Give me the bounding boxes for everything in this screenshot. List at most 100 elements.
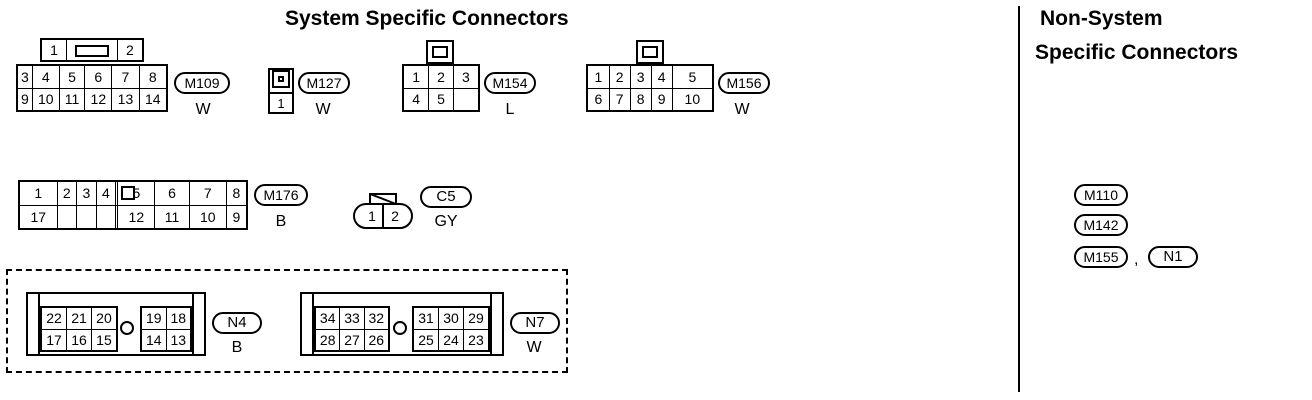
lock-tab xyxy=(115,180,136,206)
pin: 6 xyxy=(586,87,610,112)
pin: 7 xyxy=(111,64,140,89)
m176-label: M176 xyxy=(254,184,308,206)
pin: 16 xyxy=(66,328,92,352)
pin: 27 xyxy=(339,328,365,352)
pin: 18 xyxy=(165,306,192,330)
pin: 1 xyxy=(40,38,68,62)
n7-guide-hole xyxy=(393,321,407,335)
m109-label: M109 xyxy=(174,72,230,94)
pin: 8 xyxy=(138,64,168,89)
pin: 22 xyxy=(40,306,68,330)
m142-label: M142 xyxy=(1074,214,1128,236)
n4-guide-hole xyxy=(120,321,134,335)
empty-cavity xyxy=(115,204,119,230)
pin: 13 xyxy=(111,87,140,112)
pin: 7 xyxy=(188,180,227,206)
pin: 23 xyxy=(462,328,490,352)
pin: 34 xyxy=(314,306,341,330)
n7-right-block: 31 30 29 25 24 23 xyxy=(412,306,490,352)
pin: 10 xyxy=(671,87,714,112)
pin: 11 xyxy=(154,204,190,230)
m109-color: W xyxy=(195,101,211,118)
pin: 4 xyxy=(650,64,673,89)
section-divider xyxy=(1018,6,1020,392)
pin: 3 xyxy=(452,64,480,89)
pin: 10 xyxy=(31,87,60,112)
pin: 9 xyxy=(225,204,248,230)
pin: 5 xyxy=(58,64,86,89)
pin: 28 xyxy=(314,328,341,352)
lock-tab xyxy=(66,38,118,62)
non-system-heading-line2: Specific Connectors xyxy=(1035,41,1239,64)
pin: 9 xyxy=(16,87,33,112)
pin: 2 xyxy=(116,38,144,62)
empty-cavity xyxy=(95,204,117,230)
m155-label: M155 xyxy=(1074,246,1128,268)
n7-left-flange xyxy=(300,292,314,356)
pin: 9 xyxy=(650,87,673,112)
empty-cavity xyxy=(452,87,480,112)
n4-color: B xyxy=(231,339,243,356)
pin: 15 xyxy=(90,328,118,352)
system-specific-heading: System Specific Connectors xyxy=(285,7,569,30)
m154-body: 1 2 3 4 5 xyxy=(402,64,480,112)
pin: 17 xyxy=(18,204,58,230)
dashed-group-frame xyxy=(6,269,568,373)
pin: 7 xyxy=(608,87,631,112)
c5-shape xyxy=(353,193,413,229)
pin: 3 xyxy=(629,64,652,89)
n7-color: W xyxy=(526,339,542,356)
empty-cavity xyxy=(76,204,97,230)
n7-label: N7 xyxy=(510,312,560,334)
n4-right-block: 19 18 14 13 xyxy=(140,306,192,352)
pin: 2 xyxy=(428,64,454,89)
m176-body: 1 2 3 4 5 6 7 8 17 12 11 10 9 xyxy=(18,180,248,230)
pin: 2 xyxy=(391,208,399,224)
pin: 1 xyxy=(402,64,430,89)
m110-label: M110 xyxy=(1074,184,1128,206)
m154-color: L xyxy=(505,101,515,118)
pin: 14 xyxy=(140,328,167,352)
n1-label: N1 xyxy=(1148,246,1198,268)
n4-left-block: 22 21 20 17 16 15 xyxy=(40,306,118,352)
pin: 12 xyxy=(117,204,156,230)
pin: 25 xyxy=(412,328,440,352)
pin: 31 xyxy=(412,306,440,330)
empty-cavity xyxy=(56,204,78,230)
c5-label: C5 xyxy=(420,186,472,208)
pin: 12 xyxy=(84,87,113,112)
pin: 19 xyxy=(140,306,167,330)
n7-right-flange xyxy=(490,292,504,356)
pin: 29 xyxy=(462,306,490,330)
pin: 4 xyxy=(31,64,60,89)
m127-housing xyxy=(268,68,294,114)
m154-lock xyxy=(426,40,454,64)
c5-color: GY xyxy=(434,213,458,230)
pin: 5 xyxy=(671,64,714,89)
pin: 1 xyxy=(586,64,610,89)
pin: 11 xyxy=(58,87,86,112)
pin: 5 xyxy=(117,180,156,206)
pin: 3 xyxy=(76,180,97,206)
pin: 24 xyxy=(438,328,464,352)
pin: 17 xyxy=(40,328,68,352)
pin: 6 xyxy=(154,180,190,206)
m156-body: 1 2 3 4 5 6 7 8 9 10 xyxy=(586,64,714,112)
pin: 21 xyxy=(66,306,92,330)
m127-label: M127 xyxy=(298,72,350,94)
pin: 20 xyxy=(90,306,118,330)
pin: 4 xyxy=(402,87,430,112)
n4-label: N4 xyxy=(212,312,262,334)
pin: 32 xyxy=(363,306,390,330)
non-system-heading-line1: Non-System xyxy=(1040,7,1163,30)
m127-color: W xyxy=(315,101,331,118)
pin: 6 xyxy=(84,64,113,89)
m156-lock xyxy=(636,40,664,64)
n7-left-block: 34 33 32 28 27 26 xyxy=(314,306,390,352)
pin: 3 xyxy=(16,64,33,89)
pin: 14 xyxy=(138,87,168,112)
m156-color: W xyxy=(734,101,750,118)
m154-label: M154 xyxy=(484,72,536,94)
m127-lock xyxy=(272,70,290,88)
pin: 30 xyxy=(438,306,464,330)
